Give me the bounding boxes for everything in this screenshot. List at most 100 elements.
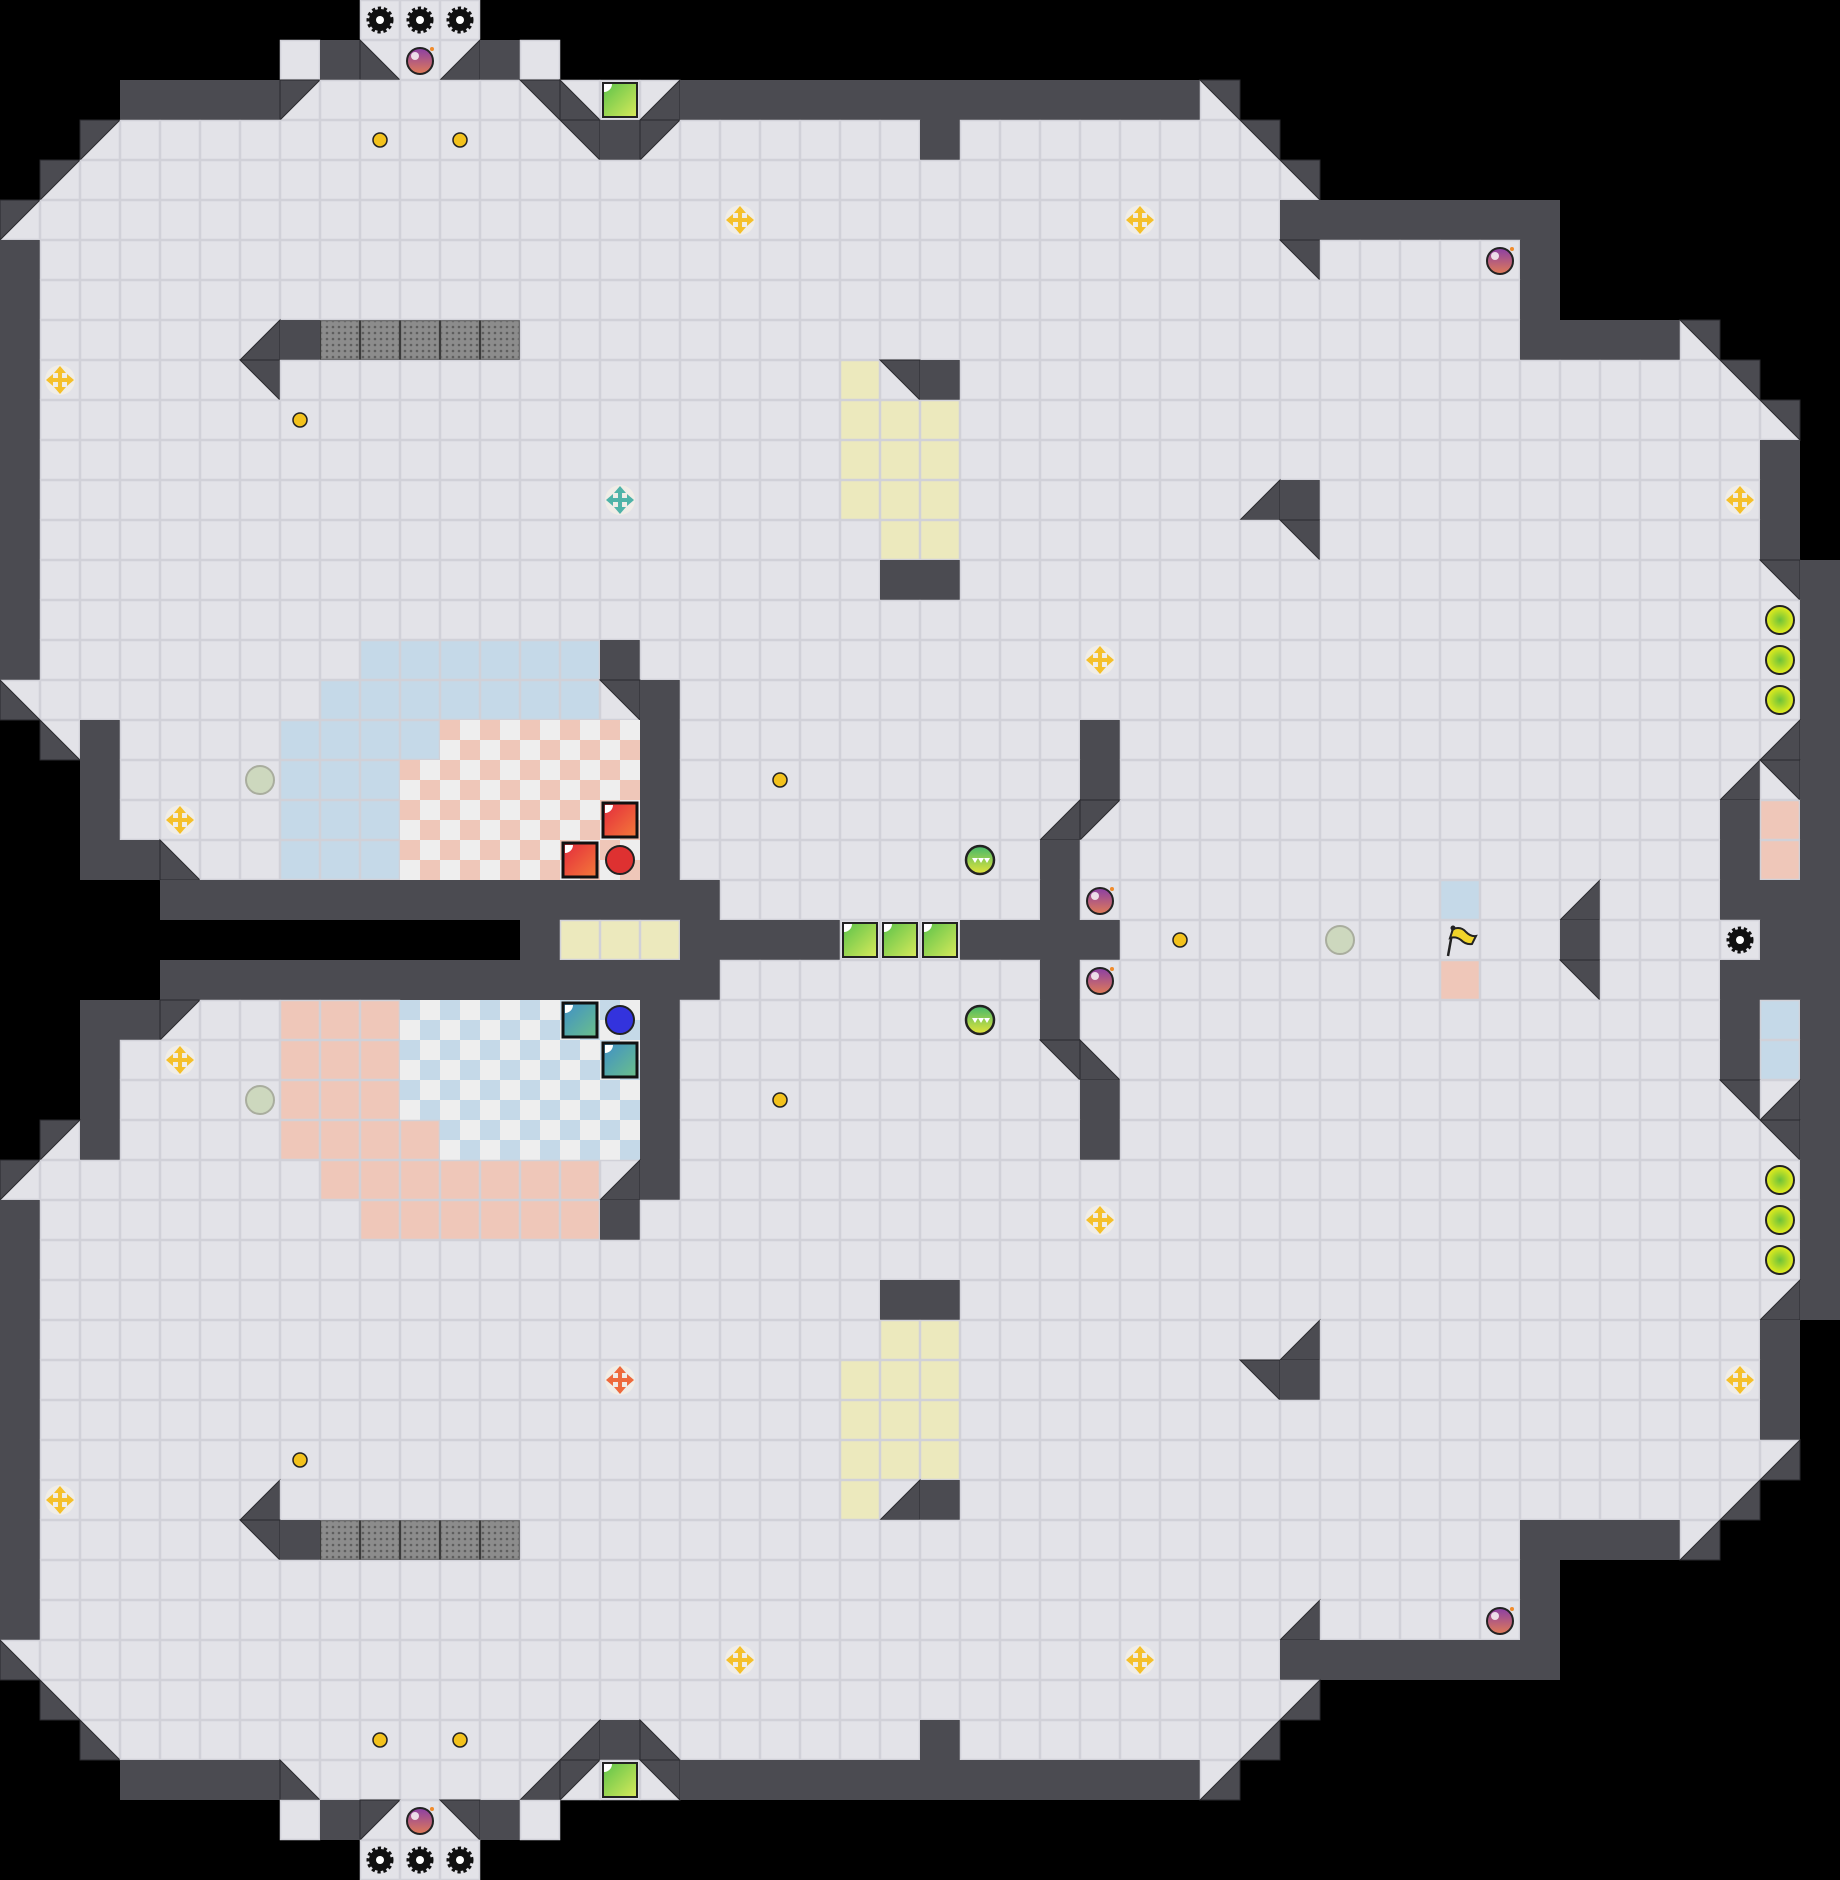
floor-tile [1119,1159,1161,1201]
floor-tile [1639,1159,1681,1201]
wall-tile [0,1440,40,1480]
floor-tile [1439,1199,1481,1241]
wall-tile [800,1760,840,1800]
floor-tile [39,1519,81,1561]
floor-tile [639,1239,681,1281]
floor-tile [239,1239,281,1281]
red-team-tile [319,1119,361,1161]
floor-tile [1279,559,1321,601]
floor-tile [1279,1079,1321,1121]
floor-tile [199,759,241,801]
floor-tile [999,1399,1041,1441]
floor-tile [1679,679,1721,721]
floor-tile [359,439,401,481]
floor-tile [1119,1119,1161,1161]
floor-tile [1159,319,1201,361]
floor-tile [199,1679,241,1721]
blue-team-tile [439,679,481,721]
floor-tile [199,719,241,761]
diagonal-wall-tile [559,1759,602,1802]
wall-tile [1080,1120,1120,1160]
floor-tile [839,1519,881,1561]
floor-tile [119,1559,161,1601]
blue-endzone-checker-tile [440,1000,480,1040]
floor-tile [239,1599,281,1641]
floor-tile [719,1239,761,1281]
wall-tile [0,520,40,560]
floor-tile [159,559,201,601]
floor-tile [1559,839,1601,881]
floor-tile [279,1479,321,1521]
floor-tile [279,1239,321,1281]
floor-tile [1559,1399,1601,1441]
red-endzone-checker-tile [440,800,480,840]
wall-tile [200,960,240,1000]
floor-tile [799,479,841,521]
floor-tile [1559,399,1601,441]
diagonal-wall-tile [39,718,82,761]
floor-tile [1239,1519,1281,1561]
floor-tile [1239,719,1281,761]
diagonal-wall-tile [639,119,682,162]
floor-tile [879,199,921,241]
floor-tile [399,1239,441,1281]
floor-tile [239,719,281,761]
floor-tile [1279,1519,1321,1561]
floor-tile [1119,679,1161,721]
floor-tile [119,1439,161,1481]
wall-tile [1760,1320,1800,1360]
wall-tile [80,1000,120,1040]
floor-tile [1199,679,1241,721]
floor-tile [1639,959,1681,1001]
floor-tile [759,319,801,361]
wall-tile [880,1760,920,1800]
floor-tile [839,1719,881,1761]
floor-tile [1479,1279,1521,1321]
floor-tile [1479,1319,1521,1361]
floor-tile [1599,759,1641,801]
floor-tile [839,879,881,921]
floor-tile [879,1719,921,1761]
wall-tile [360,960,400,1000]
floor-tile [799,119,841,161]
wall-tile [240,880,280,920]
red-team-tile [359,1119,401,1161]
floor-tile [1399,319,1441,361]
floor-tile [199,799,241,841]
wall-tile [160,960,200,1000]
floor-tile [399,199,441,241]
floor-tile [239,519,281,561]
floor-tile [959,1599,1001,1641]
floor-tile [1479,1559,1521,1601]
floor-tile [1599,599,1641,641]
floor-tile [279,1719,321,1761]
floor-tile [1679,1199,1721,1241]
wall-tile [200,1760,240,1800]
floor-tile [879,1239,921,1281]
floor-tile [199,319,241,361]
wall-tile [400,960,440,1000]
neutral-team-tile [919,399,961,441]
red-endzone-checker-tile [440,760,480,800]
red-endzone-checker-tile [600,720,640,760]
floor-tile [279,1559,321,1601]
floor-tile [1639,1279,1681,1321]
wall-tile [640,720,680,760]
wall-tile [0,640,40,680]
floor-tile [679,1079,721,1121]
floor-tile [439,1439,481,1481]
floor-tile [79,1679,121,1721]
wall-tile [760,1760,800,1800]
floor-tile [239,1639,281,1681]
floor-tile [1519,919,1561,961]
floor-tile [1599,399,1641,441]
floor-tile [959,1279,1001,1321]
floor-tile [879,1519,921,1561]
yellow-dot-icon [1172,932,1188,948]
floor-tile [159,1239,201,1281]
floor-tile [279,1639,321,1681]
wall-tile [720,80,760,120]
floor-tile [239,1359,281,1401]
floor-tile [1319,879,1361,921]
blue-endzone-checker-tile [560,1080,600,1120]
